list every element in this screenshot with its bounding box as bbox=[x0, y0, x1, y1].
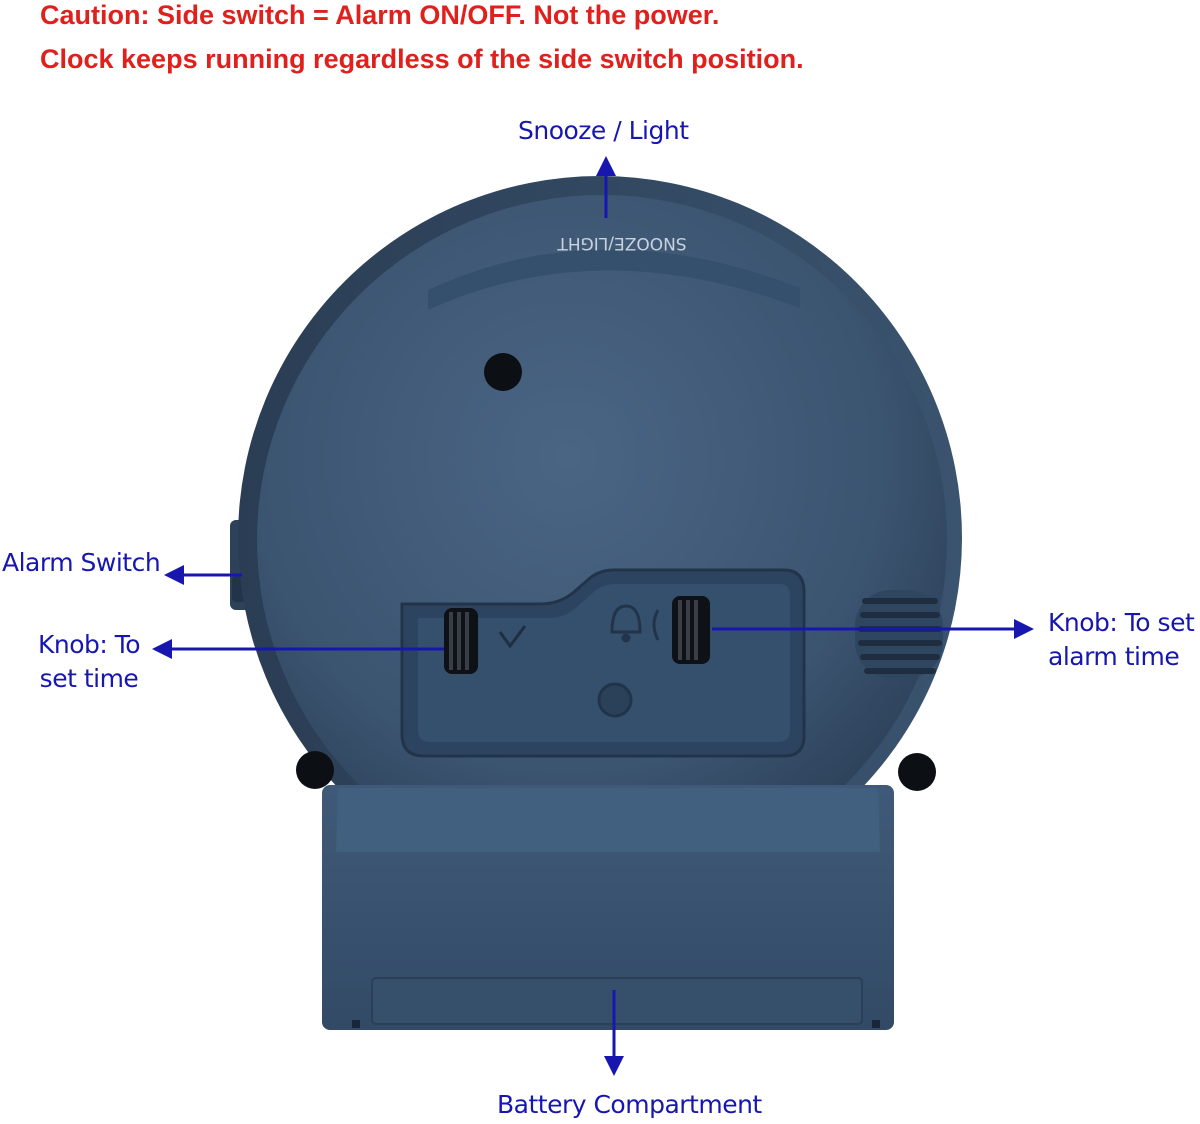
time-knob-label: Knob: To set time bbox=[30, 628, 148, 696]
time-knob-label-line-2: set time bbox=[39, 664, 139, 693]
screw-hole-left bbox=[296, 751, 334, 789]
alarm-knob-label: Knob: To set alarm time bbox=[1048, 606, 1195, 674]
alarm-knob-label-line-2: alarm time bbox=[1048, 642, 1180, 671]
snooze-arrow-head bbox=[596, 156, 616, 176]
arrow-embossing-icon bbox=[498, 625, 527, 649]
time-set-knob bbox=[444, 608, 478, 674]
alarm-knob-label-line-1: Knob: To set bbox=[1048, 608, 1195, 637]
alarm-switch-label: Alarm Switch bbox=[2, 548, 161, 577]
time-knob-arrow-head bbox=[152, 639, 172, 659]
caution-line-2: Clock keeps running regardless of the si… bbox=[40, 44, 804, 74]
speaker-grille bbox=[855, 590, 943, 678]
center-dimple bbox=[597, 682, 633, 718]
bell-icon bbox=[610, 604, 660, 643]
battery-arrow-head bbox=[604, 1056, 624, 1076]
time-knob-label-line-1: Knob: To bbox=[37, 630, 141, 659]
battery-compartment-label: Battery Compartment bbox=[497, 1090, 762, 1119]
stand-top-face bbox=[336, 788, 880, 852]
screw-hole-top bbox=[484, 353, 522, 391]
embossed-snooze-text: SNOOZE/LIGHT bbox=[557, 233, 687, 253]
battery-compartment-cover bbox=[371, 977, 863, 1025]
snooze-light-label: Snooze / Light bbox=[518, 116, 689, 145]
screw-hole-right bbox=[898, 753, 936, 791]
snooze-light-bar bbox=[428, 249, 800, 310]
clock-back-body bbox=[257, 195, 947, 885]
alarm-set-knob bbox=[672, 596, 710, 664]
alarm-knob-arrow-head bbox=[1014, 619, 1034, 639]
caution-line-1: Caution: Side switch = Alarm ON/OFF. Not… bbox=[40, 0, 720, 30]
alarm-switch-arrow-head bbox=[164, 565, 184, 585]
